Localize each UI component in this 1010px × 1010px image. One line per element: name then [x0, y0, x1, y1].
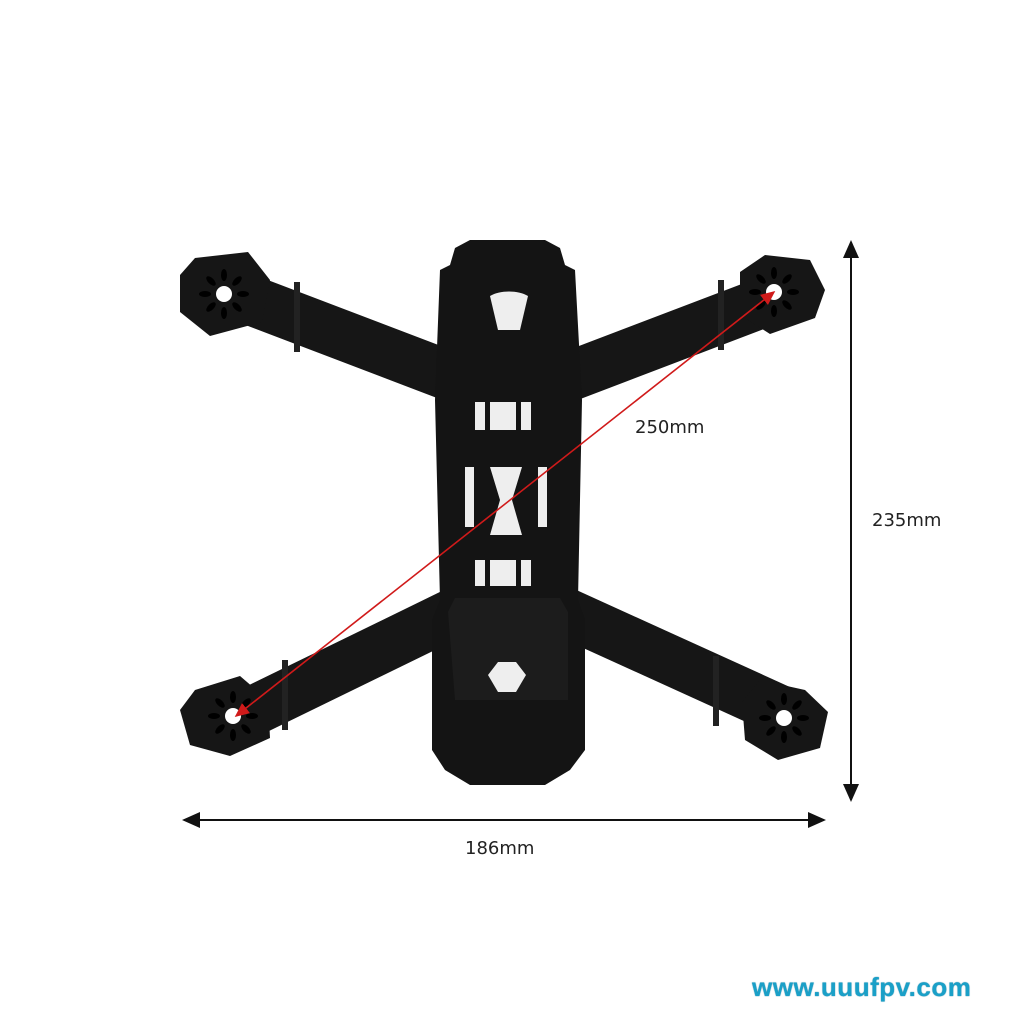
watermark: www.uuufpv.com	[752, 972, 972, 1002]
arm-bottom-right	[549, 587, 791, 733]
height-dimension-label: 235mm	[872, 510, 942, 531]
arm-top-left	[241, 276, 469, 404]
diagonal-dimension-arrow	[234, 291, 776, 717]
width-dimension-label: 186mm	[465, 838, 535, 859]
arm-top-right	[551, 276, 779, 404]
diagonal-dimension-label: 250mm	[635, 417, 705, 438]
